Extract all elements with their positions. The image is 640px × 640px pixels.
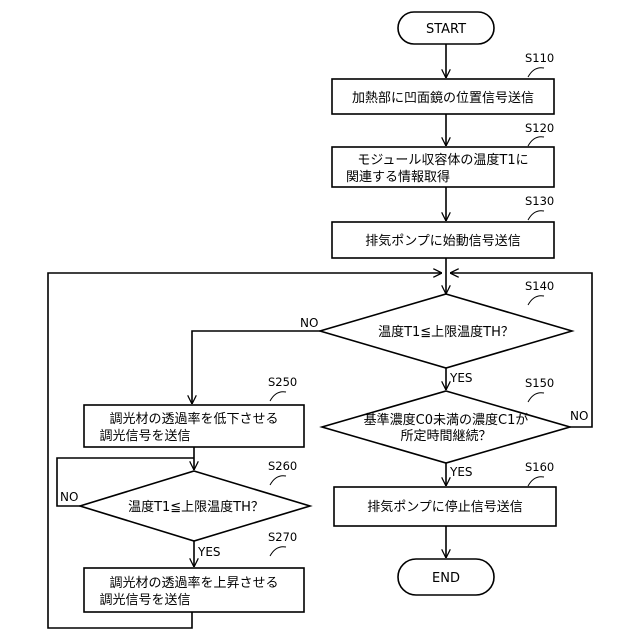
branch-label-s150-yes: YES <box>449 465 473 479</box>
start-label: START <box>426 22 466 37</box>
decision-text-s150-line1: 基準濃度C0未満の濃度C1が <box>364 412 529 428</box>
end-label: END <box>432 571 460 586</box>
step-id-s160: S160 <box>525 460 554 474</box>
branch-label-s260-yes: YES <box>197 545 221 559</box>
step-id-s140: S140 <box>525 279 554 293</box>
step-id-s260: S260 <box>268 459 297 473</box>
decision-text-s140: 温度T1≦上限温度TH？ <box>378 324 514 340</box>
decision-text-s260: 温度T1≦上限温度TH？ <box>128 499 264 515</box>
decision-text-s150-line2: 所定時間継続？ <box>400 429 491 444</box>
step-id-s250: S250 <box>268 375 297 389</box>
branch-label-s260-no: NO <box>60 490 78 504</box>
process-text-s250-line1: 調光材の透過率を低下させる <box>109 411 278 427</box>
step-id-s130: S130 <box>525 194 554 208</box>
branch-label-s150-no: NO <box>570 409 588 423</box>
branch-label-s140-no: NO <box>300 316 318 330</box>
process-text-s270-line2: 調光信号を送信 <box>99 593 190 608</box>
step-id-s110: S110 <box>525 51 554 65</box>
process-text-s270-line1: 調光材の透過率を上昇させる <box>109 575 278 591</box>
branch-label-s140-yes: YES <box>449 371 473 385</box>
process-text-s250-line2: 調光信号を送信 <box>99 429 190 444</box>
process-text-s120-line1: モジュール収容体の温度T1に <box>357 152 528 168</box>
step-id-s120: S120 <box>525 121 554 135</box>
step-id-s270: S270 <box>268 530 297 544</box>
process-text-s130: 排気ポンプに始動信号送信 <box>365 233 521 249</box>
process-text-s160: 排気ポンプに停止信号送信 <box>367 499 523 515</box>
step-id-s150: S150 <box>525 376 554 390</box>
process-text-s120-line2: 関連する情報取得 <box>346 169 450 185</box>
process-text-s110: 加熱部に凹面鏡の位置信号送信 <box>352 91 534 106</box>
